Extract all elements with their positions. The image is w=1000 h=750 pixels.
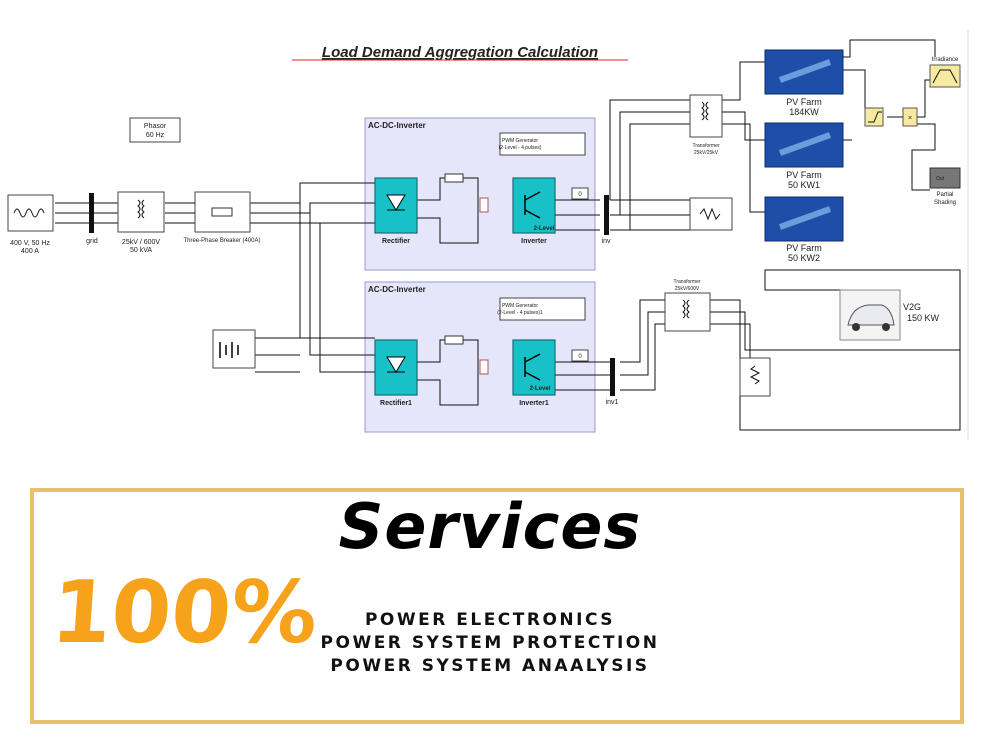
transformer2-label-2: 25kV/25kV (694, 150, 719, 156)
service-item-protection: POWER SYSTEM PROTECTION (320, 633, 660, 653)
partial-shading-label-1: Partial (936, 192, 953, 198)
pv1-label-2: 184KW (789, 107, 819, 117)
pwm2-line2: (2-Level - 4 pulses)1 (497, 310, 543, 316)
partial-shading-label-2: Shading (934, 200, 956, 206)
service-item-analysis: POWER SYSTEM ANAALYSIS (330, 656, 650, 676)
inv-label: inv (602, 238, 611, 245)
phasor-label: Phasor (144, 123, 167, 130)
subsystem-2-title: AC-DC-Inverter (368, 285, 426, 294)
partial-shading-block[interactable] (929, 167, 961, 189)
load-block[interactable] (689, 197, 733, 231)
diagram-title: Load Demand Aggregation Calculation (322, 44, 598, 61)
transformer3-icon[interactable] (664, 292, 711, 332)
inv1-label: inv1 (606, 399, 619, 406)
v2g-label-1: V2G (903, 302, 921, 312)
inv1-bus[interactable] (610, 358, 615, 396)
irradiance-block[interactable] (929, 64, 961, 88)
percent-badge: 100% (48, 563, 321, 663)
pv2-label-2: 50 KW1 (788, 180, 820, 190)
pwm1-line2: (2-Level - 4 pulses) (499, 145, 542, 151)
pwm2-line1: PWM Generator (502, 303, 538, 309)
service-item-power-electronics: POWER ELECTRONICS (364, 610, 616, 630)
circuit-diagram: Load Demand Aggregation Calculation Phas… (7, 30, 969, 440)
services-title: Services (338, 490, 642, 563)
pwm1-line1: PWM Generator (502, 138, 538, 144)
pv2-label-1: PV Farm (786, 170, 822, 180)
partial-shading-port: Out (936, 176, 945, 182)
inverter-level: 2-Level (534, 226, 555, 232)
constant-2-value: 0 (578, 354, 582, 360)
capacitor-icon (479, 197, 489, 213)
rectifier-label: Rectifier (382, 238, 410, 245)
pv3-label-2: 50 KW2 (788, 253, 820, 263)
phasor-block[interactable] (129, 117, 181, 143)
constant-block-1[interactable] (571, 187, 589, 200)
breaker-label: Three-Phase Breaker (400A) (183, 238, 260, 244)
inverter-label: Inverter (521, 238, 547, 245)
subsystem-1-title: AC-DC-Inverter (368, 121, 426, 130)
pv1-label-1: PV Farm (786, 97, 822, 107)
source-label-1: 400 V, 50 Hz (10, 240, 50, 247)
pwm-generator-1[interactable] (499, 132, 586, 156)
igbt-bridge-icon[interactable] (512, 177, 556, 234)
inv-bus[interactable] (604, 195, 609, 235)
pwm-generator-2[interactable] (499, 297, 586, 321)
saturation-block[interactable] (864, 107, 884, 127)
wires (55, 39, 961, 431)
product-block[interactable] (902, 107, 918, 127)
rectifier1-label: Rectifier1 (380, 400, 412, 407)
grid-bus[interactable] (89, 193, 94, 233)
transformer3-label-1: Transformer (673, 279, 700, 285)
igbt-bridge-icon[interactable] (512, 339, 556, 396)
transformer-icon[interactable] (117, 191, 165, 233)
inductor-icon (444, 173, 464, 183)
svg-text:×: × (908, 115, 912, 122)
breaker-icon[interactable] (194, 191, 251, 233)
transformer1-label-1: 25kV / 600V (122, 239, 160, 246)
v2g-label-2: 150 KW (907, 313, 940, 323)
grid-label: grid (86, 238, 98, 245)
capacitor-icon (479, 359, 489, 375)
source-label-2: 400 A (21, 248, 39, 255)
inverter1-level: 2-Level (530, 386, 551, 392)
constant-1-value: 0 (578, 192, 582, 198)
inverter1-label: Inverter1 (519, 400, 549, 407)
ac-source-icon[interactable] (7, 194, 54, 232)
pv3-label-1: PV Farm (786, 243, 822, 253)
transformer1-label-2: 50 kVA (130, 247, 152, 254)
constant-block-2[interactable] (571, 349, 589, 362)
percent-text: 100% (48, 563, 321, 663)
inductor-icon (444, 335, 464, 345)
resistor-icon[interactable] (739, 357, 771, 397)
phasor-freq: 60 Hz (146, 132, 165, 139)
transformer2-label-1: Transformer (692, 143, 719, 149)
services-box (30, 488, 964, 724)
transformer3-label-2: 25kV/600V (675, 286, 700, 292)
irradiance-label: Irradiance (932, 57, 959, 63)
